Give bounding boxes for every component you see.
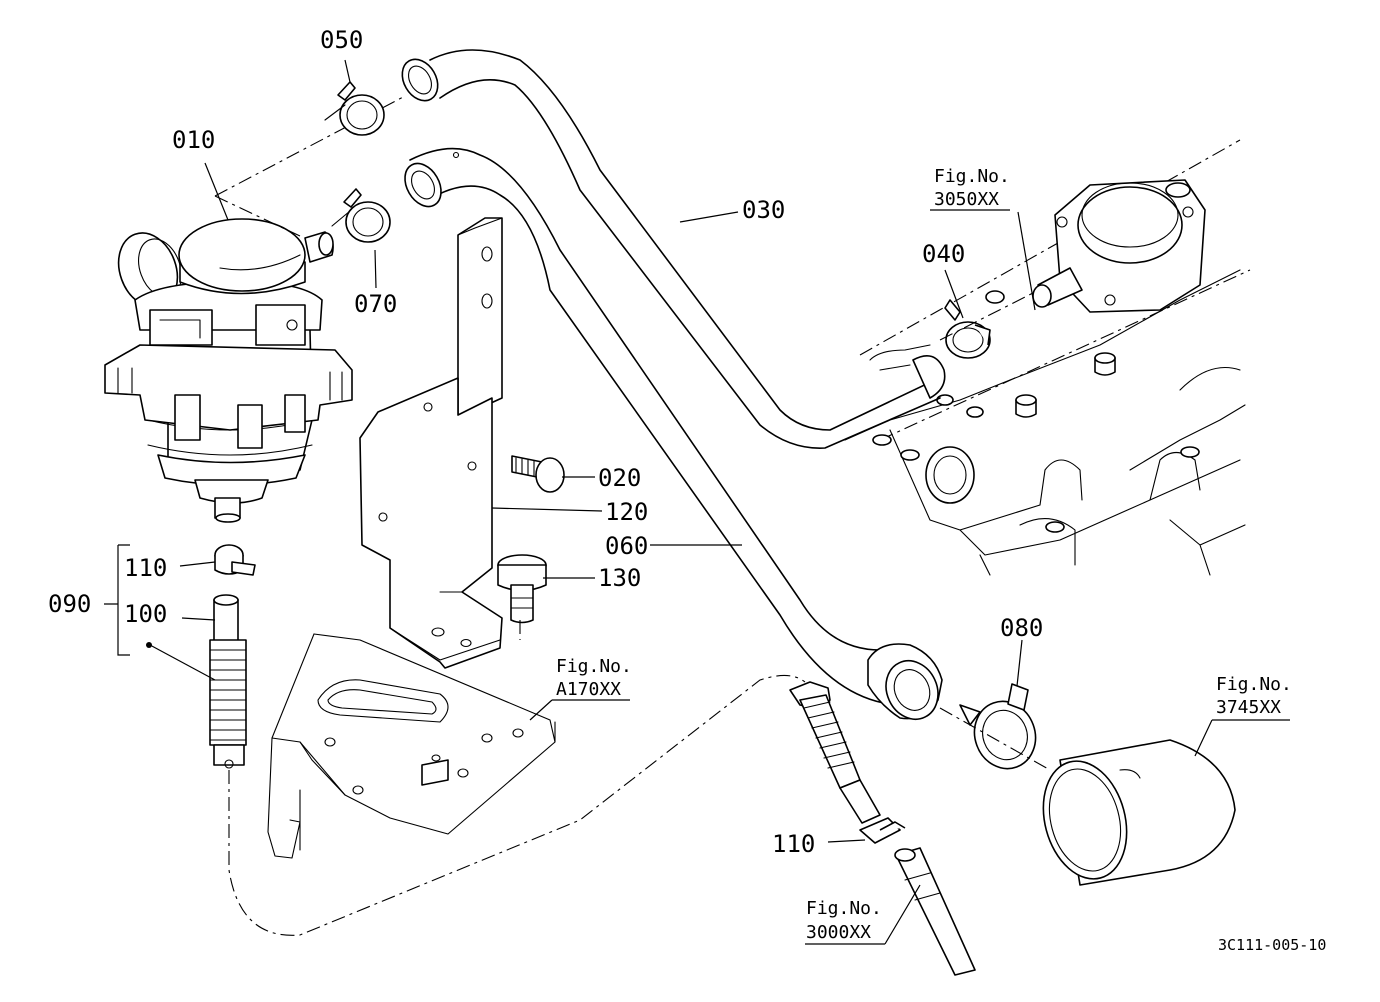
clamp-040 [944, 299, 991, 359]
fig-ref-a170-number: A170XX [556, 679, 621, 700]
plate-a170 [267, 633, 556, 859]
fig-ref-3050-number: 3050XX [934, 189, 999, 210]
bolt-020 [511, 455, 565, 493]
part-label-030: 030 [742, 196, 785, 224]
intake-pipe-3745 [1042, 739, 1236, 886]
fig-ref-3000-label: Fig.No. [806, 898, 882, 919]
bolt-130 [497, 554, 547, 640]
drawing-code: 3C111-005-10 [1218, 936, 1326, 954]
fig-ref-3050-label: Fig.No. [934, 166, 1010, 187]
fig-ref-3000-number: 3000XX [806, 922, 871, 943]
part-label-070: 070 [354, 290, 397, 318]
hose-060 [404, 147, 943, 720]
hose-030 [401, 49, 946, 449]
corrugated-tube [209, 639, 247, 746]
fig-ref-a170-label: Fig.No. [556, 656, 632, 677]
oil-separator-010 [104, 95, 406, 523]
drain-tube-3000 [789, 681, 976, 976]
clamp-080 [939, 683, 1051, 771]
part-label-040: 040 [922, 240, 965, 268]
bracket-120 [359, 217, 503, 669]
clamp-050 [324, 81, 385, 136]
figure-references: Fig.No. 3050XX Fig.No. A170XX Fig.No. 37… [556, 166, 1292, 943]
part-label-100: 100 [124, 600, 167, 628]
part-label-080: 080 [1000, 614, 1043, 642]
part-label-120: 120 [605, 498, 648, 526]
pcv-assembly-090 [146, 544, 806, 936]
part-label-110-lower: 110 [772, 830, 815, 858]
fig-ref-3745-label: Fig.No. [1216, 674, 1292, 695]
fig-ref-3745-number: 3745XX [1216, 697, 1281, 718]
part-label-130: 130 [598, 564, 641, 592]
clamp-070 [331, 188, 391, 243]
leader-lines [104, 59, 1290, 945]
part-label-010: 010 [172, 126, 215, 154]
part-label-060: 060 [605, 532, 648, 560]
part-label-110-upper: 110 [124, 554, 167, 582]
part-label-020: 020 [598, 464, 641, 492]
engine-block [844, 139, 1251, 576]
head-cover-breather [939, 179, 1206, 341]
part-label-050: 050 [320, 26, 363, 54]
part-label-090: 090 [48, 590, 91, 618]
part-labels: 050 010 070 030 040 020 120 060 130 080 … [48, 26, 1043, 858]
